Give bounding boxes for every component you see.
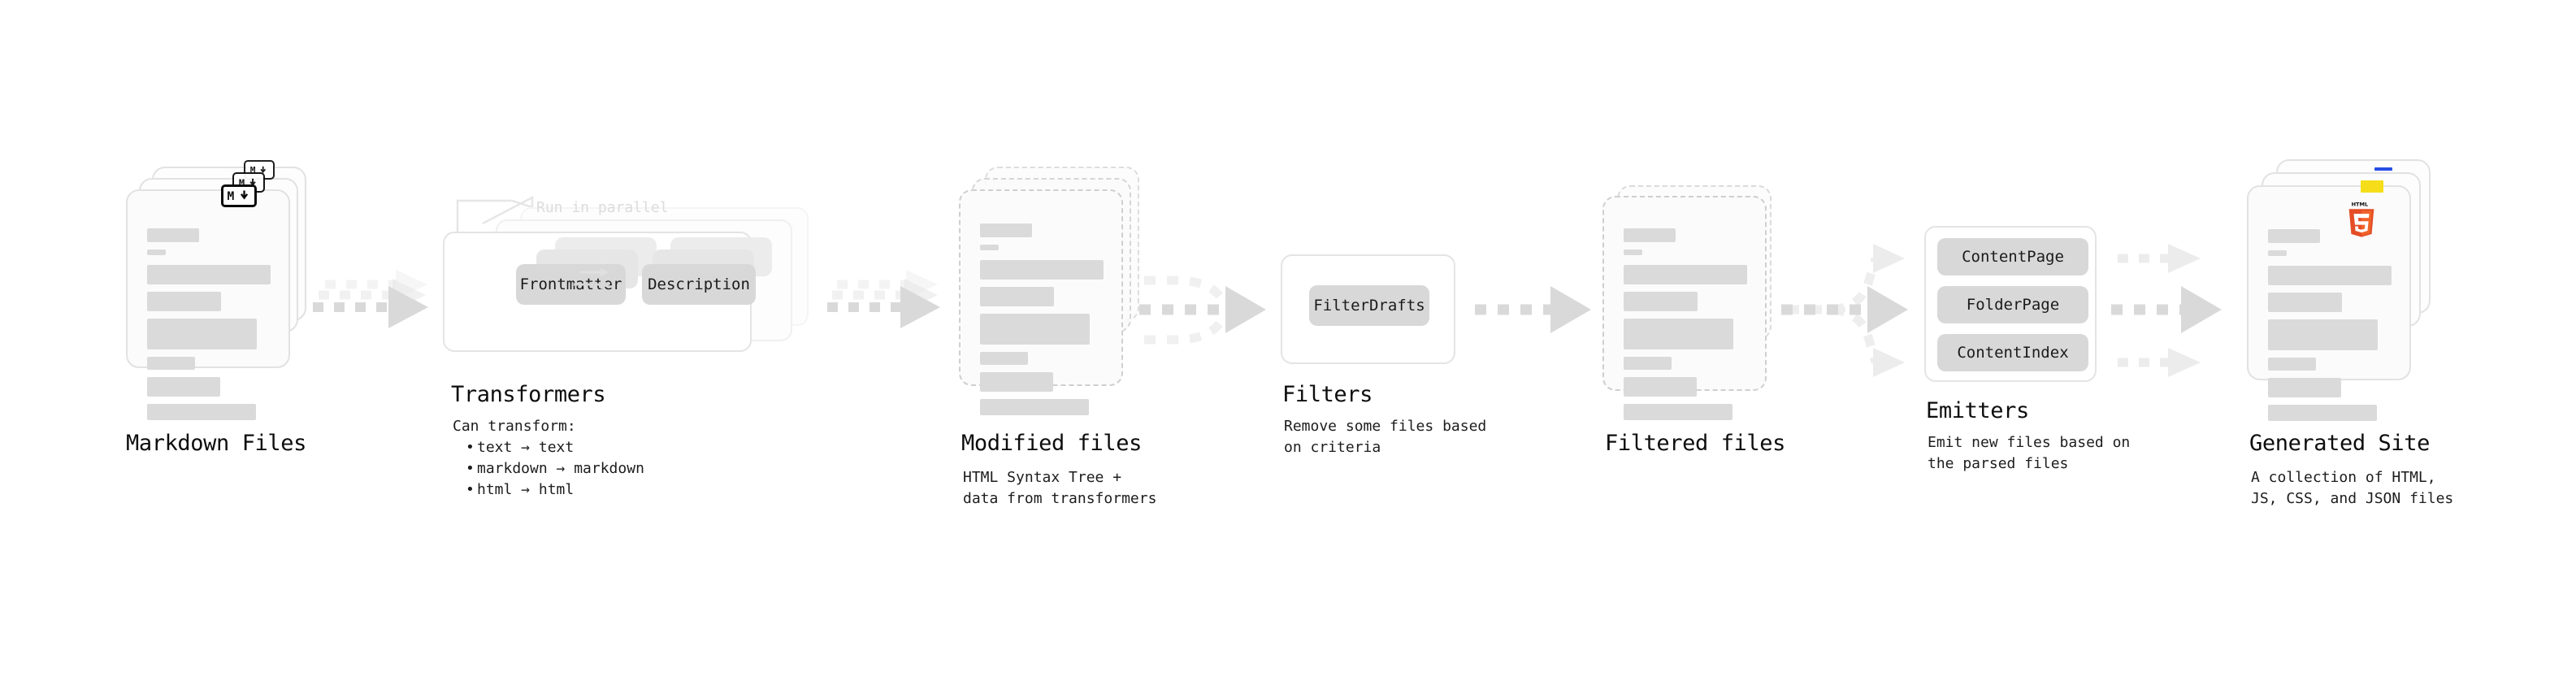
filter-pill-filterdrafts[interactable]: FilterDrafts [1309, 285, 1429, 326]
stage-title-filtered-files: Filtered files [1605, 431, 1785, 456]
modified-doc-front [959, 189, 1123, 415]
arrow-filtered-to-emitters [1781, 244, 1908, 377]
html5-icon: HTML [2346, 200, 2377, 237]
javascript-icon [2361, 180, 2383, 193]
skeleton-bar [2268, 250, 2287, 256]
skeleton-bar [2268, 405, 2377, 421]
stage-title-emitters: Emitters [1926, 398, 2029, 423]
svg-text:M: M [250, 165, 256, 175]
filtered-doc-content [1624, 228, 1747, 427]
generated-doc-content [2268, 229, 2392, 428]
arrow-modified-to-filters [1139, 275, 1266, 345]
transformers-caption: Can transform: text → text markdown → ma… [453, 416, 644, 501]
skeleton-bar [2268, 358, 2317, 371]
emitter-pill-contentpage[interactable]: ContentPage [1937, 238, 2088, 275]
markdown-icon: M [221, 184, 257, 207]
arrow-filters-to-filtered [1475, 286, 1591, 333]
transformers-bullet-list: text → text markdown → markdown html → h… [453, 437, 644, 501]
svg-text:M: M [239, 177, 245, 189]
skeleton-bar [980, 245, 999, 250]
markdown-doc-front [126, 189, 290, 420]
skeleton-bar [1624, 228, 1676, 242]
skeleton-bar [980, 352, 1029, 365]
skeleton-bar [147, 228, 199, 242]
skeleton-bar [980, 372, 1053, 392]
skeleton-bar [147, 377, 220, 397]
filters-group: FilterDrafts [1281, 254, 1455, 364]
emitters-group: ContentPage FolderPage ContentIndex [1924, 226, 2097, 382]
arrow-emitters-to-site [2111, 244, 2222, 377]
skeleton-bar [2268, 266, 2392, 285]
skeleton-bar [147, 404, 256, 420]
stage-subtitle-emitters: Emit new files based on the parsed files [1928, 434, 2131, 472]
skeleton-bar [980, 314, 1091, 345]
stage-title-transformers: Transformers [451, 382, 606, 407]
emitter-pill-contentindex[interactable]: ContentIndex [1937, 334, 2088, 371]
skeleton-bar [980, 399, 1089, 415]
skeleton-bar [147, 265, 271, 284]
skeleton-bar [2268, 229, 2320, 243]
skeleton-bar [147, 292, 222, 311]
skeleton-bar [980, 223, 1032, 237]
filtered-doc-front [1602, 196, 1767, 420]
skeleton-bar [1624, 404, 1733, 420]
transformer-pill-description[interactable]: Description [642, 264, 756, 305]
transformers-caption-lead: Can transform: [453, 418, 576, 435]
skeleton-bar [980, 260, 1104, 280]
skeleton-bar [1624, 292, 1698, 311]
skeleton-bar [147, 357, 196, 370]
arrow-transformers-to-modified [827, 270, 940, 328]
stage-subtitle-modified-files: HTML Syntax Tree + data from transformer… [963, 469, 1157, 507]
skeleton-bar [1624, 357, 1672, 370]
skeleton-bar [147, 319, 258, 349]
svg-text:M: M [227, 190, 234, 202]
skeleton-bar [147, 249, 166, 255]
css-icon [2374, 167, 2392, 171]
arrow-markdown-to-transformers [313, 270, 428, 328]
list-item: markdown → markdown [466, 458, 644, 479]
skeleton-bar [2268, 378, 2341, 397]
skeleton-bar [980, 287, 1055, 306]
list-item: html → html [466, 479, 644, 501]
transformer-pill-frontmatter[interactable]: Frontmatter [516, 264, 626, 305]
stage-title-filters: Filters [1282, 382, 1373, 407]
skeleton-bar [1624, 249, 1642, 255]
skeleton-bar [1624, 377, 1697, 397]
svg-text:HTML: HTML [2352, 202, 2369, 208]
emitter-pill-folderpage[interactable]: FolderPage [1937, 286, 2088, 323]
list-item: text → text [466, 437, 644, 458]
skeleton-bar [1624, 319, 1734, 349]
stage-title-markdown-files: Markdown Files [126, 431, 306, 456]
markdown-doc-content [147, 228, 271, 427]
skeleton-bar [1624, 265, 1747, 284]
modified-doc-content [980, 223, 1104, 423]
skeleton-bar [2268, 293, 2343, 312]
run-in-parallel-label: Run in parallel [536, 199, 669, 216]
stage-title-modified-files: Modified files [961, 431, 1142, 456]
stage-subtitle-filters: Remove some files based on criteria [1284, 418, 1487, 456]
skeleton-bar [2268, 319, 2379, 350]
stage-title-generated-site: Generated Site [2249, 431, 2430, 456]
stage-subtitle-generated-site: A collection of HTML, JS, CSS, and JSON … [2251, 469, 2454, 507]
generated-doc-front [2247, 185, 2411, 421]
